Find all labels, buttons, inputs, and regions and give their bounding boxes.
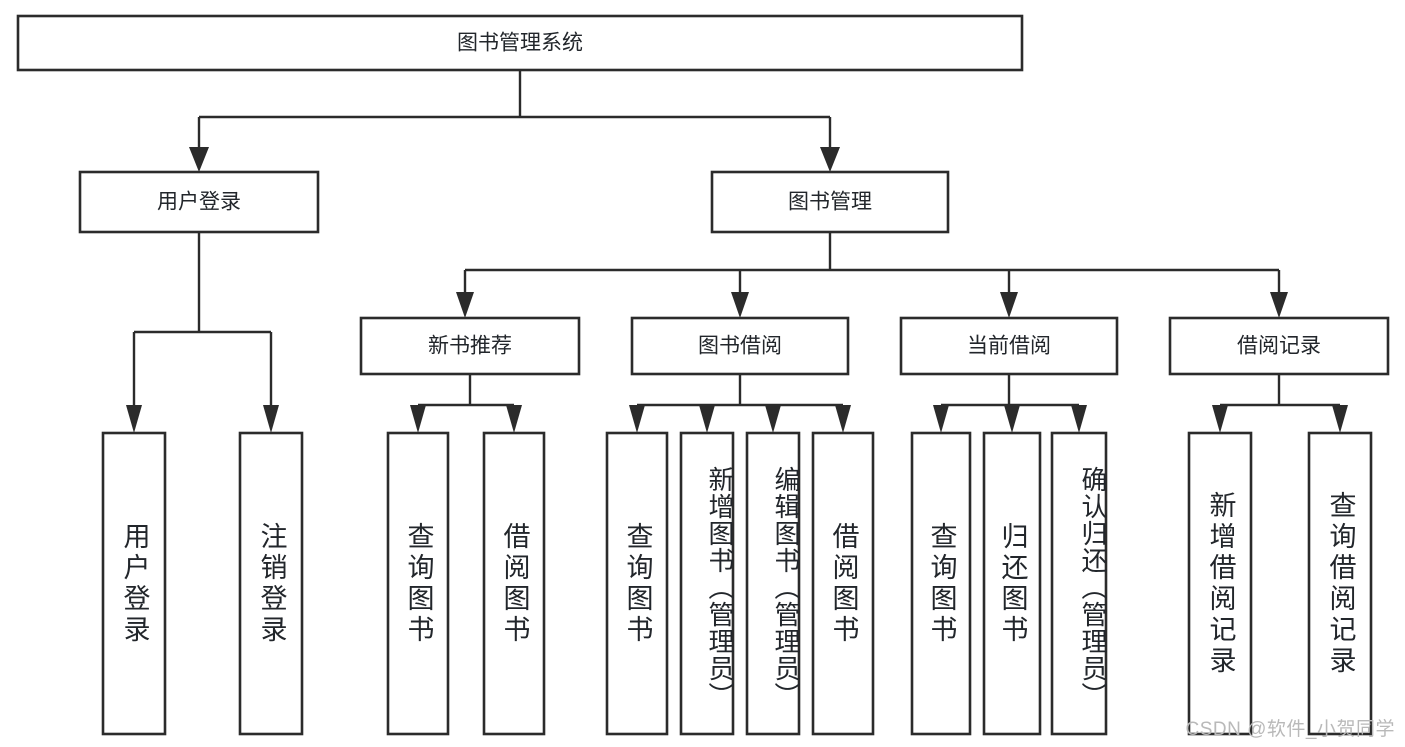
node-label-book-manage: 图书管理 xyxy=(788,191,872,214)
node-label-current-borrow: 当前借阅 xyxy=(967,335,1051,358)
connectors-borrowrecord-leaves xyxy=(1212,374,1348,433)
arrow-head-bb3 xyxy=(765,405,781,433)
node-label-book-borrow: 图书借阅 xyxy=(698,335,782,358)
arrow-head-leaf-logout xyxy=(263,405,279,433)
node-box-current-borrow[interactable] xyxy=(899,316,1119,376)
arrow-head-br1 xyxy=(1212,405,1228,433)
node-box-borrow-record[interactable] xyxy=(1168,316,1390,376)
node-label-new-book-recommend: 新书推荐 xyxy=(428,335,512,358)
leaf-box[interactable] xyxy=(238,431,304,736)
node-box-book-manage[interactable] xyxy=(710,170,950,234)
node-label-root: 图书管理系统 xyxy=(457,32,583,55)
leaf-box[interactable] xyxy=(679,431,735,736)
connectors-bookborrow-leaves xyxy=(629,374,851,433)
node-label-borrow-record: 借阅记录 xyxy=(1237,335,1321,358)
connectors-booksmanage-to-level3 xyxy=(456,232,1288,318)
arrow-head-br2 xyxy=(1332,405,1348,433)
node-new-book-recommend[interactable]: 新书推荐 xyxy=(359,316,581,376)
connectors-currentborrow-leaves xyxy=(933,374,1087,433)
arrow-head-user-login xyxy=(189,147,209,172)
leaf-boxes-group xyxy=(101,431,1373,736)
leaf-box[interactable] xyxy=(482,431,546,736)
node-root[interactable]: 图书管理系统 xyxy=(16,14,1024,72)
arrow-head-nb2 xyxy=(506,405,522,433)
leaf-box[interactable] xyxy=(811,431,875,736)
leaf-box[interactable] xyxy=(386,431,450,736)
arrow-head-bb2 xyxy=(699,405,715,433)
connectors-userlogin-leaves xyxy=(126,232,279,433)
node-borrow-record[interactable]: 借阅记录 xyxy=(1168,316,1390,376)
arrow-head-current-borrow xyxy=(1000,292,1018,318)
node-user-login[interactable]: 用户登录 xyxy=(78,170,320,234)
node-box-book-borrow[interactable] xyxy=(630,316,850,376)
node-box-root[interactable] xyxy=(16,14,1024,72)
leaf-box[interactable] xyxy=(1050,431,1108,736)
arrow-head-nb1 xyxy=(410,405,426,433)
arrow-head-leaf-user-login xyxy=(126,405,142,433)
node-box-new-book-recommend[interactable] xyxy=(359,316,581,376)
arrow-head-book-manage xyxy=(820,147,840,172)
leaf-box[interactable] xyxy=(982,431,1042,736)
arrow-head-bb4 xyxy=(835,405,851,433)
leaf-box[interactable] xyxy=(910,431,972,736)
watermark-text: CSDN @软件_小贺同学 xyxy=(1185,719,1395,740)
arrow-head-newbook xyxy=(456,292,474,318)
arrow-head-cb3 xyxy=(1071,405,1087,433)
leaf-box[interactable] xyxy=(1307,431,1373,736)
node-book-borrow[interactable]: 图书借阅 xyxy=(630,316,850,376)
arrow-head-bb1 xyxy=(629,405,645,433)
leaf-box[interactable] xyxy=(745,431,801,736)
connectors-root-to-level2 xyxy=(189,70,840,172)
arrow-head-cb2 xyxy=(1004,405,1020,433)
arrow-head-borrow xyxy=(731,292,749,318)
arrow-head-cb1 xyxy=(933,405,949,433)
arrow-head-borrow-record xyxy=(1270,292,1288,318)
connectors-newbook-leaves xyxy=(410,374,522,433)
leaf-box[interactable] xyxy=(1187,431,1253,736)
node-current-borrow[interactable]: 当前借阅 xyxy=(899,316,1119,376)
leaf-box[interactable] xyxy=(605,431,669,736)
leaf-box[interactable] xyxy=(101,431,167,736)
node-box-user-login[interactable] xyxy=(78,170,320,234)
node-book-manage[interactable]: 图书管理 xyxy=(710,170,950,234)
node-label-user-login: 用户登录 xyxy=(157,191,241,214)
